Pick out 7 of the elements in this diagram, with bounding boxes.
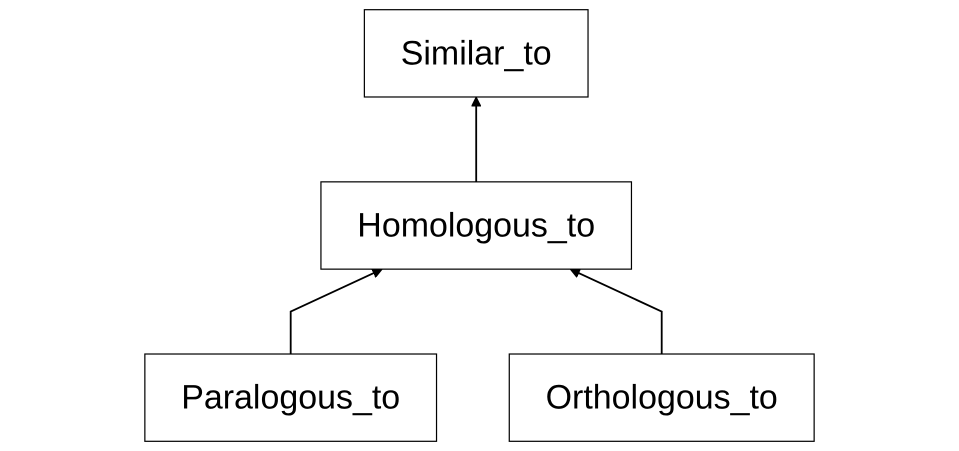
node-box: Orthologous_to: [508, 353, 815, 442]
arrow: [470, 96, 482, 182]
node-box: Paralogous_to: [144, 353, 438, 442]
arrow: [570, 268, 663, 354]
arrow: [290, 268, 383, 354]
node-box: Similar_to: [364, 9, 589, 98]
node-box: Homologous_to: [320, 181, 632, 270]
